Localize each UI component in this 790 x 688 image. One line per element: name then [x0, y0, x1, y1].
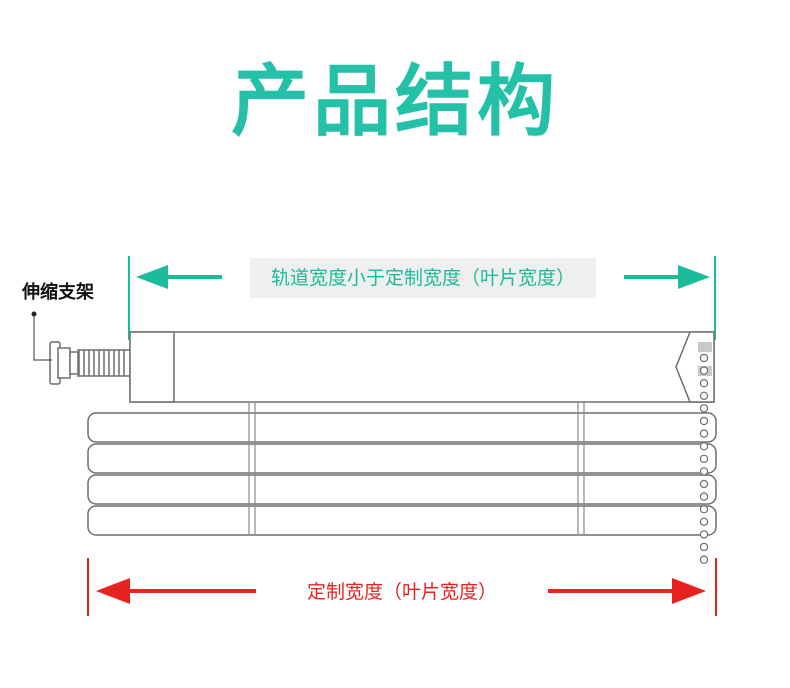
telescopic-bracket	[49, 341, 130, 385]
teal-right-arrow-icon	[624, 265, 710, 289]
chain-bead	[699, 379, 709, 388]
bead-chain	[699, 353, 709, 564]
chain-bead	[699, 479, 709, 489]
rail-width-label: 轨道宽度小于定制宽度（叶片宽度）	[250, 258, 596, 298]
lift-cords	[248, 403, 585, 535]
bracket-label: 伸缩支架	[22, 282, 94, 303]
chain-bead	[699, 505, 709, 514]
custom-width-label: 定制宽度（叶片宽度）	[256, 572, 548, 612]
chain-bead	[699, 366, 709, 375]
chain-bead	[699, 467, 709, 476]
chain-bead	[699, 517, 709, 527]
slat-stack	[87, 412, 717, 536]
slat	[87, 412, 717, 443]
bracket-pointer-line	[33, 314, 52, 361]
slat	[87, 443, 717, 474]
chain-bead	[699, 353, 709, 363]
teal-left-arrow-icon	[136, 265, 222, 289]
slat	[87, 474, 717, 505]
chain-bead	[699, 429, 709, 438]
red-left-arrow-icon	[96, 578, 256, 604]
chain-bead	[699, 542, 709, 552]
chain-bead	[699, 391, 709, 400]
slat	[87, 505, 717, 536]
chain-bead	[699, 404, 709, 413]
red-right-arrow-icon	[548, 578, 706, 604]
chain-bead	[699, 530, 709, 539]
chain-bead	[699, 442, 709, 451]
headrail	[129, 331, 715, 403]
page-title: 产品结构	[230, 57, 559, 147]
bracket-spring	[77, 349, 130, 377]
chain-bead	[699, 492, 709, 501]
chain-bead	[699, 555, 709, 564]
chain-bead	[699, 454, 709, 463]
chain-bead	[699, 416, 709, 426]
